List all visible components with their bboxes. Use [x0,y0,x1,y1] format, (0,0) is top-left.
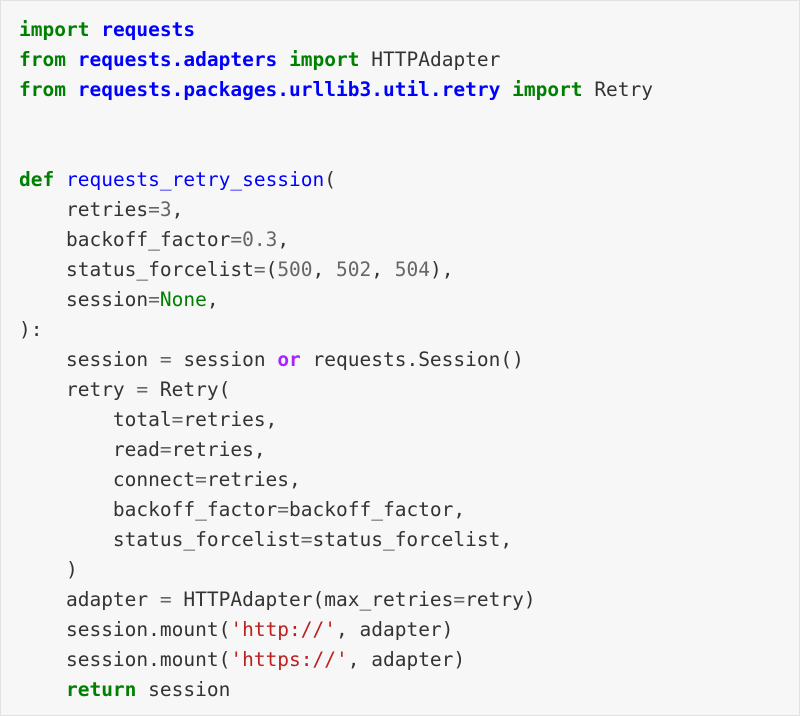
code-text: requests.Session() [300,348,524,371]
number-literal: 0.3 [242,228,278,251]
code-text: , adapter) [347,648,466,671]
number-literal: 3 [159,198,172,221]
code-text: session.mount( [65,648,231,671]
code-line-17: backoff_factor=backoff_factor, [19,495,653,525]
code-line-11: ): [19,315,653,345]
punctuation: ( [265,258,278,281]
code-text: session [171,348,278,371]
code-line-13: retry = Retry( [19,375,653,405]
keyword: from [19,48,66,71]
code-line-19: ) [19,555,653,585]
operator: = [230,228,243,251]
code-text: session [136,678,231,701]
operator: = [195,468,207,491]
module-name: requests.packages.urllib3.util.retry [77,78,501,101]
code-line-14: total=retries, [19,405,653,435]
punctuation: , [312,258,337,281]
string-literal: 'http://' [230,618,337,641]
function-name: requests_retry_session [65,168,325,191]
param-name: status_forcelist [65,258,254,281]
punctuation: ( [324,168,337,191]
keyword-operator: or [277,348,301,371]
code-line-9: status_forcelist=(500, 502, 504), [19,255,653,285]
code-text: connect [112,468,196,491]
operator: = [148,288,160,311]
code-text: status_forcelist, [312,528,513,551]
code-text: retries, [171,438,266,461]
keyword: import [289,48,360,71]
param-name: retries [65,198,149,221]
code-line-3: from requests.packages.urllib3.util.retr… [19,75,653,105]
code-line-2: from requests.adapters import HTTPAdapte… [19,45,653,75]
code-text: retries, [183,408,278,431]
code-line-6: def requests_retry_session( [19,165,653,195]
code-line-1: import requests [19,15,653,45]
param-name: session [65,288,149,311]
operator: = [300,528,313,551]
code-line-4 [19,105,653,135]
punctuation: ), [429,258,454,281]
code-line-10: session=None, [19,285,653,315]
number-literal: 500 [277,258,313,281]
code-text: HTTPAdapter(max_retries [171,588,454,611]
operator: = [136,378,149,401]
operator: = [159,438,172,461]
code-text: read [112,438,160,461]
code-line-21: session.mount('http://', adapter) [19,615,653,645]
code-line-16: connect=retries, [19,465,653,495]
operator: = [453,588,466,611]
keyword: def [19,168,55,191]
operator: = [159,588,172,611]
string-literal: 'https://' [230,648,348,671]
code-text: adapter [65,588,160,611]
code-text: total [112,408,172,431]
code-text: retry) [465,588,536,611]
code-line-8: backoff_factor=0.3, [19,225,653,255]
keyword: import [19,18,90,41]
keyword: return [65,678,137,701]
operator: = [277,498,290,521]
punctuation: , [206,288,219,311]
code-text: backoff_factor [112,498,278,521]
code-line-23: return session [19,675,653,705]
operator: = [171,408,184,431]
code-line-7: retries=3, [19,195,653,225]
code-text: retry [65,378,137,401]
code-line-18: status_forcelist=status_forcelist, [19,525,653,555]
module-name: requests.adapters [77,48,278,71]
import-name: Retry [594,78,654,101]
code-line-15: read=retries, [19,435,653,465]
number-literal: 504 [394,258,430,281]
keyword: import [512,78,583,101]
punctuation: , [171,198,184,221]
punctuation: ): [19,318,43,341]
operator: = [253,258,266,281]
punctuation: , [277,228,290,251]
constant-literal: None [159,288,207,311]
operator: = [148,198,160,221]
code-text: session [65,348,160,371]
number-literal: 502 [336,258,372,281]
code-text: session.mount( [65,618,231,641]
module-name: requests [101,18,196,41]
punctuation: ) [65,558,78,581]
code-text: retries, [206,468,301,491]
code-line-22: session.mount('https://', adapter) [19,645,653,675]
code-text: backoff_factor, [289,498,466,521]
keyword: from [19,78,66,101]
code-text: status_forcelist [112,528,301,551]
import-name: HTTPAdapter [371,48,501,71]
operator: = [159,348,172,371]
code-line-5 [19,135,653,165]
code-line-20: adapter = HTTPAdapter(max_retries=retry) [19,585,653,615]
punctuation: , [371,258,395,281]
code-text: Retry( [148,378,231,401]
param-name: backoff_factor [65,228,231,251]
code-line-12: session = session or requests.Session() [19,345,653,375]
code-text: , adapter) [336,618,454,641]
